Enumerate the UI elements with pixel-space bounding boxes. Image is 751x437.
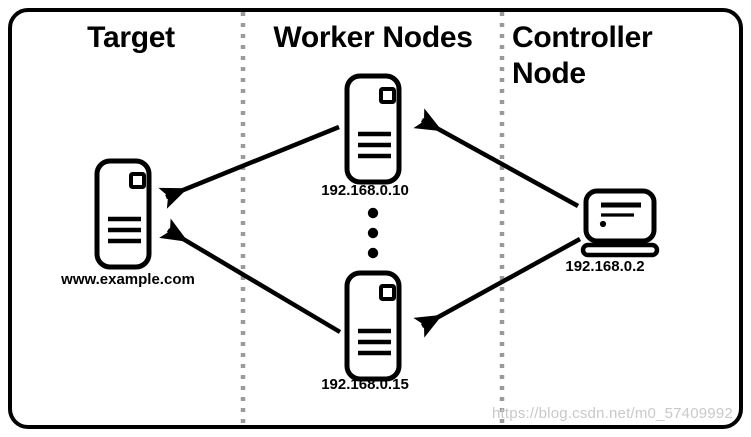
arrow-worker-bottom-to-target — [159, 218, 342, 334]
server-icon — [344, 270, 402, 382]
diagram-border — [8, 8, 743, 429]
zone-title-worker-nodes: Worker Nodes — [273, 21, 473, 54]
node-label-controller-node: 192.168.0.2 — [565, 258, 645, 275]
server-icon — [344, 73, 402, 185]
arrow-controller-to-worker-top — [413, 108, 580, 208]
zone-title-target: Target — [87, 21, 175, 54]
worker-ellipsis-icon — [367, 207, 379, 259]
server-icon — [94, 158, 152, 270]
arrow-worker-top-to-target — [158, 124, 340, 209]
node-label-worker-node-top: 192.168.0.10 — [321, 182, 409, 199]
node-label-worker-node-bottom: 192.168.0.15 — [321, 376, 409, 393]
monitor-icon — [580, 188, 660, 258]
arrow-controller-to-worker-bottom — [413, 237, 582, 338]
zone-title-controller-node: Controller Node — [512, 21, 653, 90]
watermark-text: https://blog.csdn.net/m0_57409992 — [492, 405, 733, 422]
node-label-target-server: www.example.com — [61, 271, 195, 288]
